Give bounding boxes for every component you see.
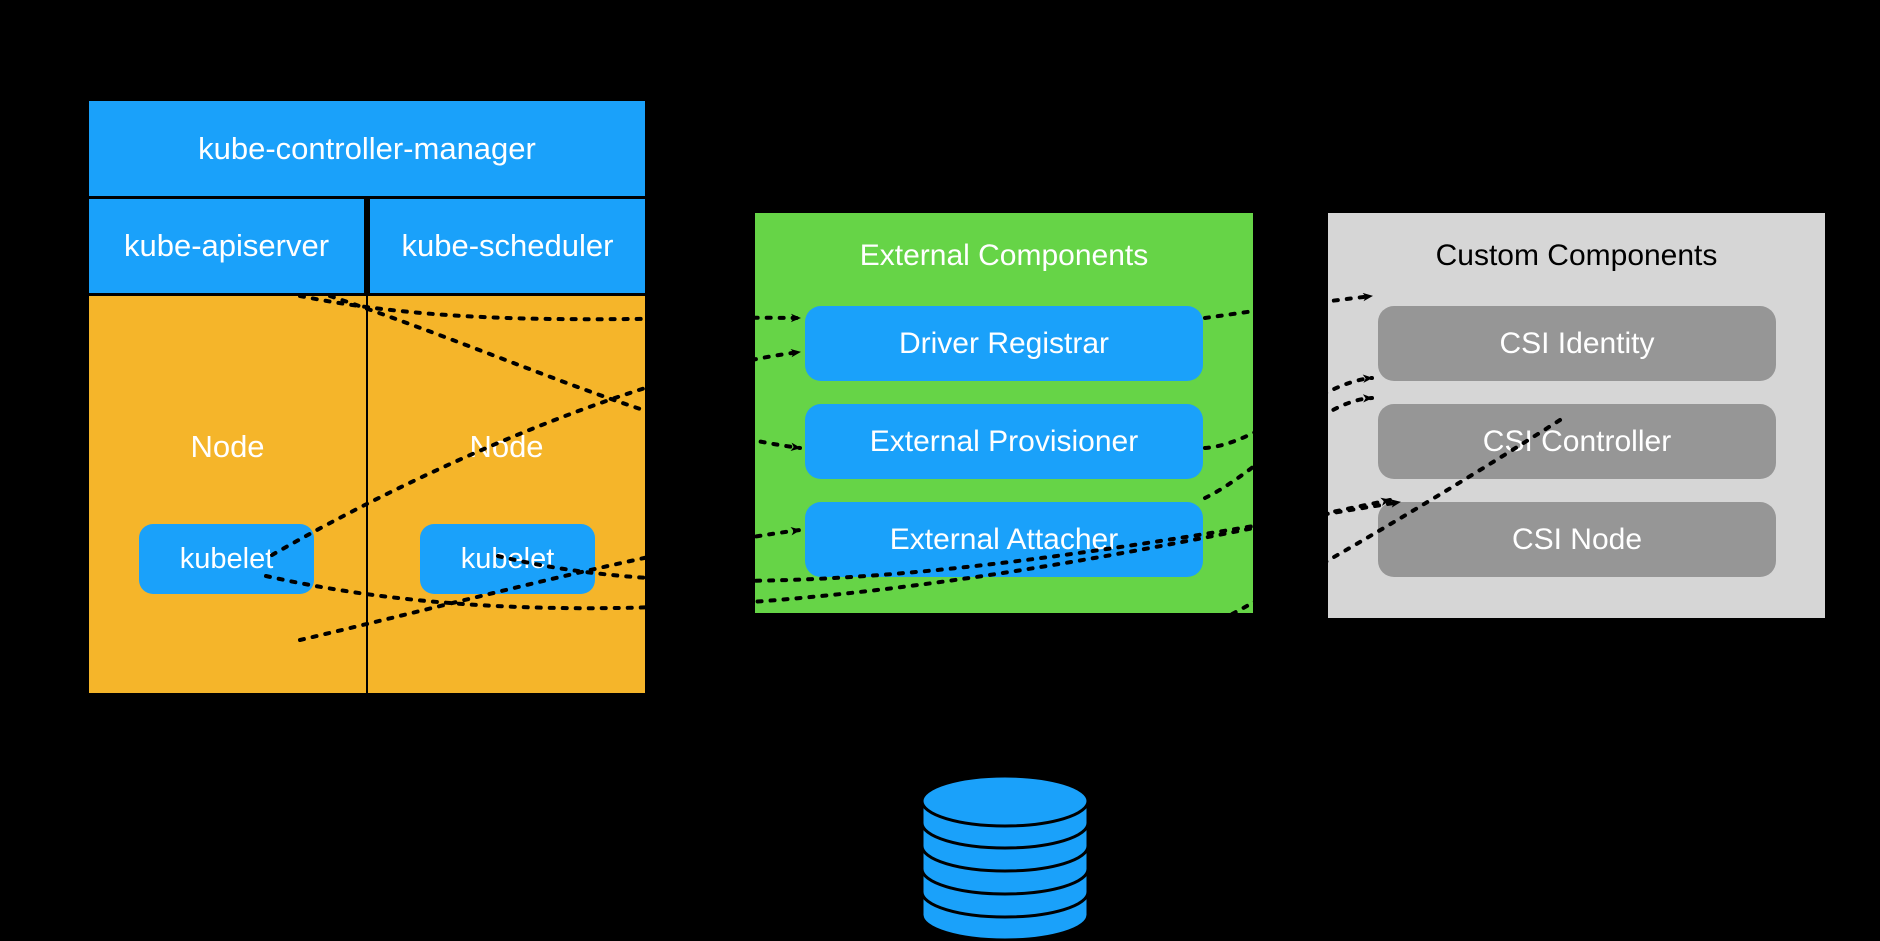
csi-node-label: CSI Node [1511, 522, 1643, 556]
node-label-0: Node [190, 429, 265, 464]
kubelet-box-0[interactable]: kubelet [139, 524, 314, 594]
csi-controller-label: CSI Controller [1482, 424, 1672, 458]
csi-controller-box[interactable]: CSI Controller [1378, 404, 1776, 479]
external-provisioner-box[interactable]: External Provisioner [805, 404, 1203, 479]
datastore-cylinder-icon [920, 775, 1090, 941]
node-pool: Node Node kubelet kubelet [89, 296, 645, 693]
kube-apiserver-box[interactable]: kube-apiserver [89, 199, 364, 293]
external-components-panel: External Components Driver Registrar Ext… [755, 213, 1253, 613]
kube-controller-manager-box[interactable]: kube-controller-manager [89, 101, 645, 196]
custom-components-panel: Custom Components CSI Identity CSI Contr… [1328, 213, 1825, 618]
external-attacher-box[interactable]: External Attacher [805, 502, 1203, 577]
csi-identity-label: CSI Identity [1499, 326, 1655, 360]
kube-apiserver-label: kube-apiserver [123, 228, 330, 263]
kubelet-label-1: kubelet [460, 542, 555, 575]
external-provisioner-label: External Provisioner [869, 424, 1139, 458]
external-attacher-label: External Attacher [889, 522, 1119, 556]
driver-registrar-box[interactable]: Driver Registrar [805, 306, 1203, 381]
kube-scheduler-label: kube-scheduler [401, 228, 614, 263]
kubelet-label-0: kubelet [179, 542, 274, 575]
custom-components-title: Custom Components [1435, 239, 1718, 272]
node-divider [366, 296, 368, 693]
kube-scheduler-box[interactable]: kube-scheduler [370, 199, 645, 293]
csi-identity-box[interactable]: CSI Identity [1378, 306, 1776, 381]
kube-controller-manager-label: kube-controller-manager [198, 130, 536, 166]
kubernetes-cluster-group: kube-controller-manager kube-apiserver k… [89, 101, 645, 693]
driver-registrar-label: Driver Registrar [898, 326, 1110, 360]
node-label-1: Node [469, 429, 544, 464]
external-components-title: External Components [859, 239, 1149, 272]
csi-node-box[interactable]: CSI Node [1378, 502, 1776, 577]
kubelet-box-1[interactable]: kubelet [420, 524, 595, 594]
